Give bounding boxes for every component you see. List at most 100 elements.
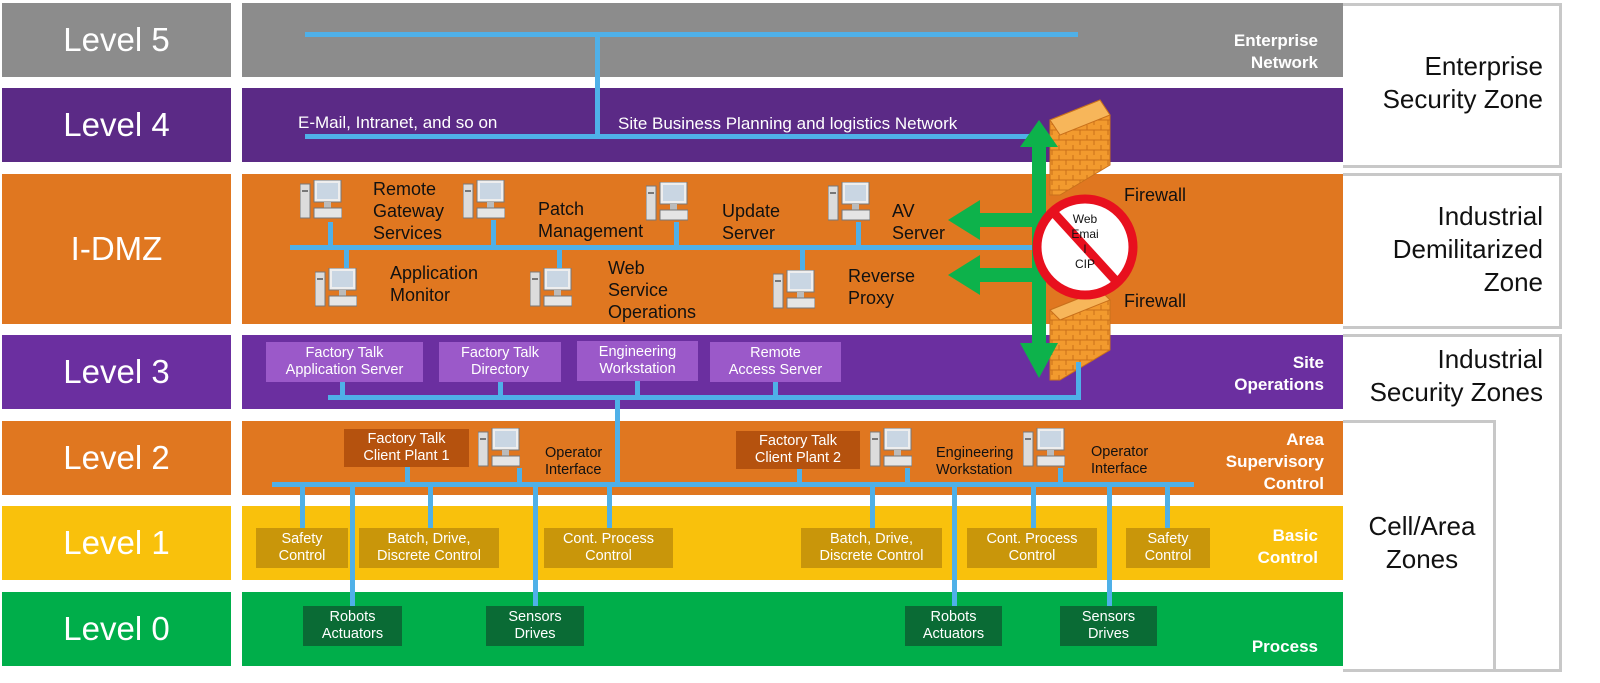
level2-bus [272,482,1194,487]
enterprise-zone-outline [1343,3,1562,168]
site-network-bus [305,134,1035,139]
dmz-drop-5 [344,248,349,270]
enterprise-network-bus [305,32,1078,37]
computer-icon [646,182,688,221]
ft-directory-text: Factory Talk Directory [461,345,539,378]
enterprise-zone-label: Enterprise Security Zone [1382,51,1543,114]
level3-drop-2 [498,380,503,398]
level-1-text: Level 1 [63,524,170,561]
robots-actuators-1: Robots Actuators [303,606,402,646]
safety-control-2: Safety Control [1126,528,1210,568]
dmz-bus [290,245,1050,250]
cont-process-2-text: Cont. Process Control [986,531,1078,564]
operator-interface-2-label: Operator Interface [1091,444,1149,477]
remote-gateway-label: Remote Gateway Services [373,179,445,243]
ft-application-server-text: Factory Talk Application Server [285,345,404,378]
update-server-label: Update Server [722,201,781,243]
dmz-drop-4 [856,222,861,248]
remote-access-server: Remote Access Server [710,342,841,382]
engineering-workstation-l3-text: Engineering Workstation [598,344,677,377]
level-2-label: Level 2 [2,421,231,495]
site-operations-label: Site Operations [1234,353,1324,394]
dmz-zone-outline [1343,173,1562,329]
process-label: Process [1251,637,1318,656]
computer-icon [773,270,815,309]
ft-application-server: Factory Talk Application Server [266,342,423,382]
av-server-label: AV Server [892,201,946,243]
batch-drive-2-text: Batch, Drive, Discrete Control [819,531,924,564]
cell-zone-label: Cell/Area Zones [1368,511,1476,574]
enterprise-riser [595,32,600,138]
operator-interface-1-label: Operator Interface [545,445,603,478]
level2-drop-op2 [1058,468,1063,485]
computer-icon [828,182,870,221]
ft-directory: Factory Talk Directory [439,342,561,382]
level3-drop-1 [340,380,345,398]
level3-to-level2-riser [615,398,620,486]
computer-icon [315,268,357,307]
area-supervisory-label: Area Supervisory Control [1225,430,1324,493]
firewall-top-label: Firewall [1124,185,1187,205]
safety-control-2-text: Safety Control [1144,531,1192,564]
safety-control-1-text: Safety Control [278,531,326,564]
arrow-left-icon [948,200,980,240]
idmz-text: I-DMZ [70,230,163,267]
level-3-text: Level 3 [63,353,170,390]
level3-drop-3 [635,378,640,398]
level1-drop-batch2 [870,485,875,531]
level-5-label: Level 5 [2,3,231,77]
engineering-workstation-l3: Engineering Workstation [577,341,698,381]
level-5-text: Level 5 [63,21,170,58]
level2-drop-eng [905,468,910,485]
dmz-drop-3 [674,222,679,248]
level-0-label: Level 0 [2,592,231,666]
level-3-label: Level 3 [2,335,231,409]
batch-drive-1-text: Batch, Drive, Discrete Control [377,531,481,564]
computer-icon [463,180,505,219]
reverse-proxy-label: Reverse Proxy [848,266,916,308]
firewall-diagram [948,99,1138,381]
remote-access-server-text: Remote Access Server [728,345,823,378]
level1-drop-batch1 [428,485,433,531]
level-0-text: Level 0 [63,610,170,647]
level1-drop-cont1 [607,485,612,531]
level3-bus [328,395,1080,400]
batch-drive-2: Batch, Drive, Discrete Control [801,528,942,568]
level0-drop-robots1 [350,485,355,609]
email-text: E-Mail, Intranet, and so on [298,113,498,132]
dmz-drop-6 [557,248,562,270]
level-4-band [242,88,1343,162]
cont-process-1: Cont. Process Control [544,528,673,568]
engineering-workstation-l2-label: Engineering Workstation [936,445,1014,478]
web-service-label: Web Service Operations [608,258,697,322]
level3-right-riser [1076,362,1081,400]
level2-drop-client2 [797,468,802,485]
level-0-band [242,592,1343,666]
level0-drop-sensors1 [533,485,538,609]
ft-client-plant-1-text: Factory Talk Client Plant 1 [363,431,450,464]
level-2-text: Level 2 [63,439,170,476]
firewall-bottom-label: Firewall [1124,291,1187,311]
computer-icon [300,180,342,219]
no-sign-text: Web Emai l CIP [1071,212,1099,271]
level3-drop-4 [773,380,778,398]
sensors-drives-2: Sensors Drives [1060,606,1157,646]
ft-client-plant-1: Factory Talk Client Plant 1 [344,429,469,467]
cell-zone-outline [1343,420,1496,672]
level-4-label: Level 4 [2,88,231,162]
level1-drop-safety1 [300,485,305,531]
level2-drop-op1 [517,468,522,485]
enterprise-network-label: Enterprise Network [1233,31,1318,72]
computer-icon [478,428,520,467]
level1-drop-cont2 [1031,485,1036,531]
computer-icon [870,428,912,467]
level0-drop-robots2 [952,485,957,609]
arrow-down-icon [1020,343,1058,378]
batch-drive-1: Batch, Drive, Discrete Control [359,528,499,568]
computer-icon [1023,428,1065,467]
level-5-band [242,3,1343,77]
arrow-left-icon [948,255,980,295]
dmz-drop-2 [491,220,496,248]
robots-actuators-2: Robots Actuators [905,606,1002,646]
patch-management-label: Patch Management [538,199,644,241]
